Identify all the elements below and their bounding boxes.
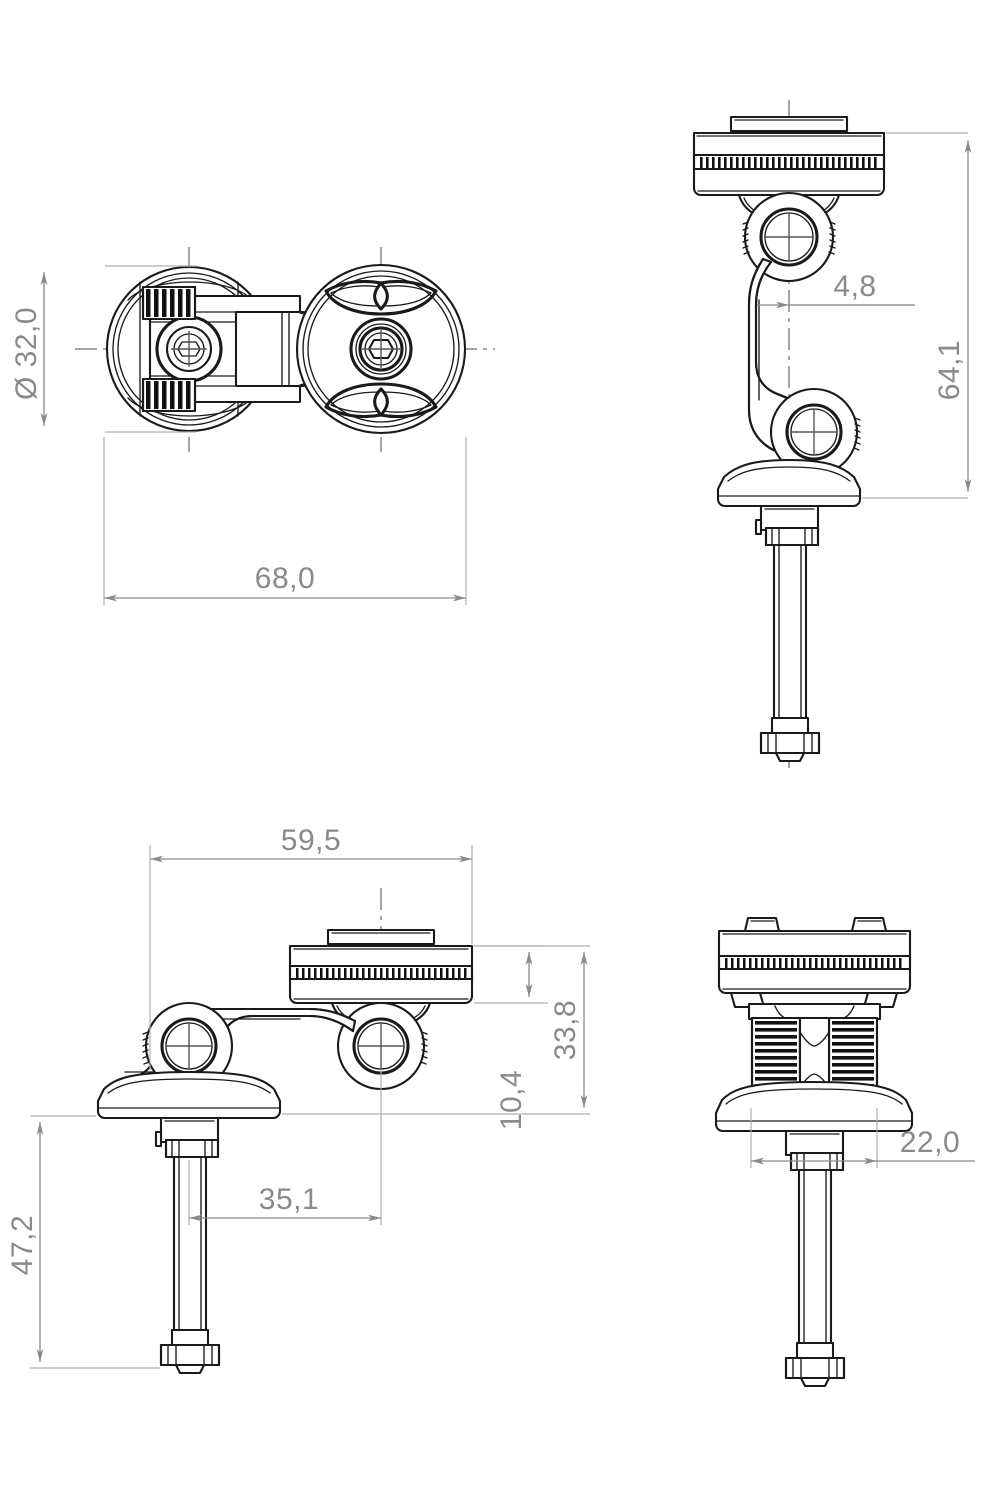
- shaft-nut-upper: [764, 526, 820, 547]
- shaft-nut-lower-rv: [784, 1356, 846, 1388]
- knurl-band-rear: [725, 958, 902, 968]
- hinge-joint-upper: [742, 191, 836, 283]
- knurl-band-mount: [296, 968, 467, 978]
- dim-22-0: 22,0: [750, 1108, 975, 1168]
- side-view-geometry: [96, 928, 474, 1375]
- dim-label-22-0: 22,0: [900, 1126, 960, 1159]
- arc-slot-upper: [324, 279, 438, 316]
- dim-label-33-8: 33,8: [549, 1000, 582, 1060]
- dim-label-35-1: 35,1: [259, 1183, 319, 1216]
- view-top-right: 4,8 64,1: [692, 100, 972, 770]
- dim-label-64-1: 64,1: [933, 340, 966, 400]
- dim-label-10-4: 10,4: [495, 1070, 528, 1130]
- knurl-block-upper: [141, 285, 197, 321]
- dim-68-0: 68,0: [103, 437, 467, 605]
- dim-label-4-8: 4,8: [833, 270, 876, 303]
- dim-label-diameter-32-0: Ø 32,0: [10, 307, 43, 400]
- knurl-band-top: [700, 157, 877, 168]
- shaft-nut-lower-sv: [159, 1343, 221, 1375]
- dim-label-59-5: 59,5: [281, 824, 341, 857]
- front-view-geometry: [692, 115, 886, 763]
- view-bottom-right: 22,0: [714, 916, 975, 1388]
- dim-diameter-32-0: Ø 32,0: [10, 265, 196, 433]
- knurl-block-lower: [141, 377, 197, 413]
- dim-10-4: 10,4: [474, 945, 548, 1130]
- arc-slot-lower: [324, 382, 438, 419]
- shaft-nut-upper-sv: [164, 1138, 220, 1159]
- dim-59-5: 59,5: [149, 824, 473, 1070]
- view-bottom-left: 59,5 10,4 33,8 35,1 47,2: [6, 824, 590, 1375]
- dim-33-8: 33,8: [282, 945, 590, 1115]
- view-top-left: Ø 32,0 68,0: [10, 247, 495, 605]
- dim-47-2: 47,2: [6, 1115, 160, 1369]
- dim-4-8: 4,8: [757, 270, 915, 309]
- dim-35-1: 35,1: [188, 1072, 382, 1225]
- dim-label-47-2: 47,2: [6, 1215, 39, 1275]
- top-view-geometry: [105, 263, 467, 435]
- rear-view-geometry: [714, 916, 914, 1388]
- dim-label-68-0: 68,0: [255, 562, 315, 595]
- dim-64-1: 64,1: [862, 132, 972, 499]
- shaft-nut-lower: [759, 731, 821, 763]
